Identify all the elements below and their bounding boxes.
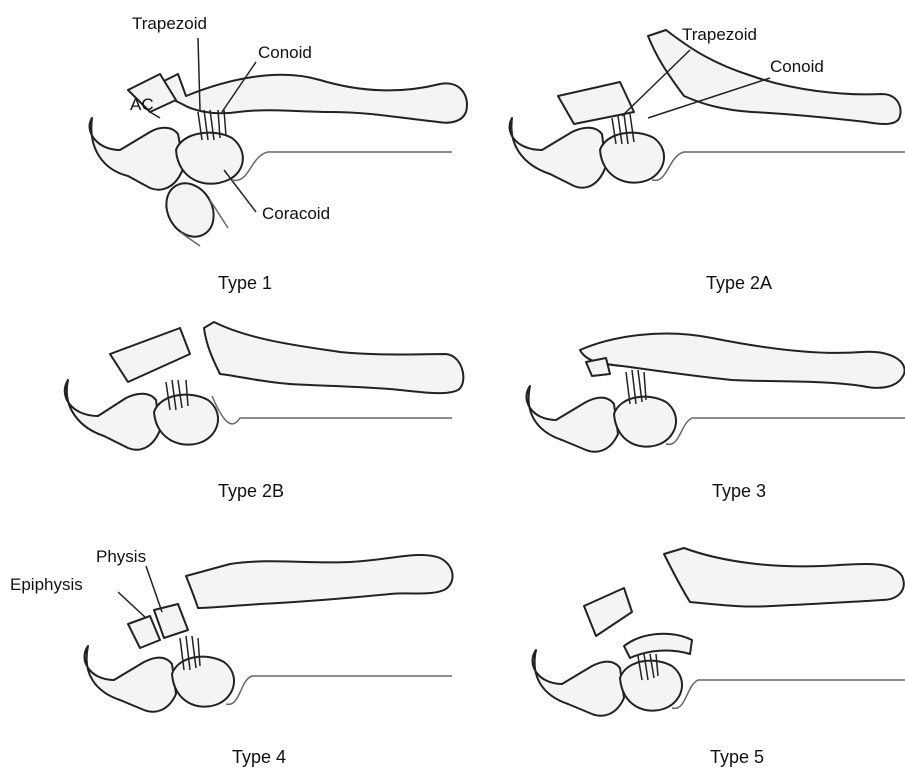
acromion [84, 646, 176, 712]
body-outline [226, 676, 452, 704]
leader-coracoid [224, 170, 256, 212]
coracoid [154, 395, 218, 445]
acromion [532, 650, 624, 716]
coracoid [176, 133, 243, 184]
acromion [65, 380, 160, 450]
body-outline [666, 418, 905, 444]
caption-type-5: Type 5 [710, 748, 764, 766]
label-ac: AC [130, 96, 154, 113]
clavicle-fragment [648, 30, 901, 124]
leader-epiphysis [118, 592, 146, 618]
illustration-type-5 [452, 520, 905, 776]
coracoid [172, 657, 234, 707]
label-trapezoid: Trapezoid [132, 15, 207, 32]
caption-type-3: Type 3 [712, 482, 766, 500]
illustration-type-2a [452, 0, 905, 300]
acromion [510, 118, 606, 188]
caption-type-2b: Type 2B [218, 482, 284, 500]
distal-clavicle [110, 328, 190, 382]
label-conoid: Conoid [258, 44, 312, 61]
clavicle-distal-fragment [584, 588, 632, 636]
caption-type-4: Type 4 [232, 748, 286, 766]
physis [154, 604, 188, 638]
body-outline [232, 152, 452, 180]
panel-type-1: Trapezoid Conoid AC Coracoid Type 1 [0, 0, 452, 300]
label-epiphysis: Epiphysis [10, 576, 83, 593]
illustration-type-3 [452, 300, 905, 520]
acromion [526, 386, 618, 452]
panel-type-4: Physis Epiphysis Type 4 [0, 520, 452, 776]
label-coracoid: Coracoid [262, 205, 330, 222]
clavicle [664, 548, 904, 607]
clavicle-shaft [204, 322, 463, 393]
coracoid [620, 661, 682, 711]
coracoid [600, 133, 664, 183]
coracoid [614, 397, 676, 447]
epiphysis [128, 616, 160, 648]
clavicle [580, 334, 905, 388]
distal-clavicle [558, 82, 634, 124]
label-physis: Physis [96, 548, 146, 565]
panel-type-2a: Trapezoid Conoid Type 2A [452, 0, 905, 300]
body-outline [672, 680, 905, 708]
caption-type-1: Type 1 [218, 274, 272, 292]
caption-type-2a: Type 2A [706, 274, 772, 292]
leader-physis [146, 566, 162, 612]
body-outline [212, 396, 452, 424]
periosteal-cap [624, 634, 692, 658]
panel-type-3: Type 3 [452, 300, 905, 520]
acromion [90, 118, 184, 190]
clavicle [186, 555, 453, 608]
illustration-type-4 [0, 520, 452, 776]
label-conoid: Conoid [770, 58, 824, 75]
illustration-type-1 [0, 0, 452, 300]
ac-fragment [586, 358, 610, 376]
label-trapezoid: Trapezoid [682, 26, 757, 43]
body-outline [652, 152, 905, 180]
panel-type-5: Type 5 [452, 520, 905, 776]
panel-type-2b: Type 2B [0, 300, 452, 520]
clavicle [150, 74, 467, 123]
